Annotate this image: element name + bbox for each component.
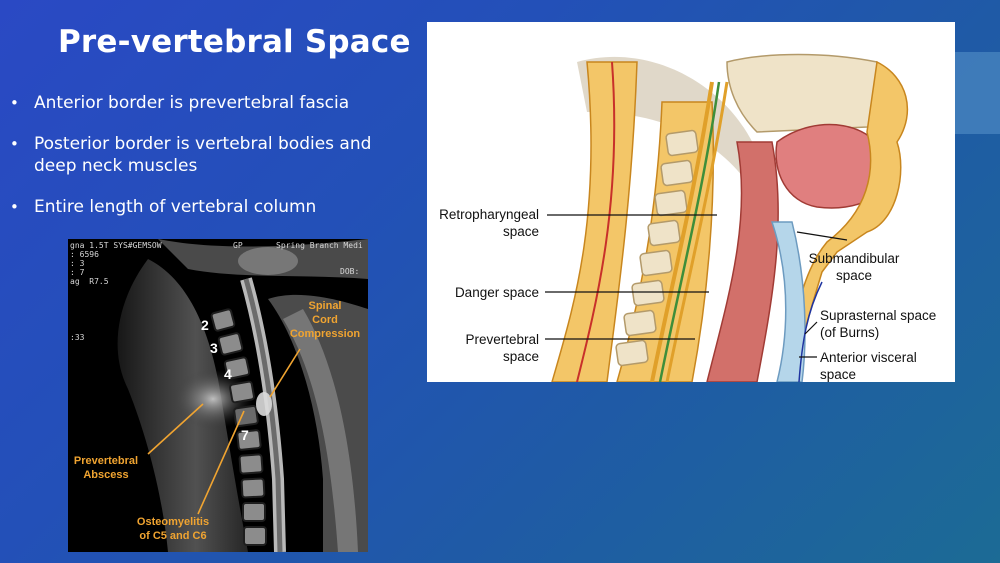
vertebra-label: 4 [224,366,232,382]
danger-space-label: Danger space [454,285,539,300]
bullet-list: •Anterior border is prevertebral fascia … [10,92,400,237]
mri-header-left: gna 1.5T SYS#GEMSOW : 6596 : 3 : 7 ag R7… [70,241,162,286]
osteomyelitis-label: Osteomyelitis of C5 and C6 [136,516,210,542]
prevertebral-label: Prevertebral space [465,332,539,364]
bullet-text: Entire length of vertebral column [34,197,317,217]
vertebra-label: 7 [241,427,249,443]
vertebra-label: 2 [201,317,209,333]
bullet-item: • Entire length of vertebral column [10,196,400,218]
bullet-dot: • [10,198,19,216]
mri-header-right: Spring Branch Medi [276,241,363,250]
slide-title: Pre-vertebral Space [58,24,411,60]
bullet-item: • Anterior border is prevertebral fascia [10,92,400,114]
anterior-visceral-label: Anterior visceral space [820,350,917,382]
retropharyngeal-label: Retropharyngeal space [439,207,539,239]
mri-image: gna 1.5T SYS#GEMSOW : 6596 : 3 : 7 ag R7… [68,239,368,552]
submandibular-label: Submandibular space [808,251,900,283]
mri-illustration [117,239,368,552]
vertebra-label: 3 [210,340,218,356]
suprasternal-label: Suprasternal space (of Burns) [820,308,937,340]
mri-header-mid: GP [233,241,243,250]
accent-bar [954,52,1000,134]
mri-dob: DOB: [340,267,360,276]
bullet-text: Posterior border is vertebral bodies and… [34,134,372,176]
bullet-dot: • [10,94,19,112]
neck-illustration [545,53,909,382]
mri-side-label: :33 [70,333,85,342]
bullet-item: • Posterior border is vertebral bodies an… [10,133,400,177]
bullet-text: Anterior border is prevertebral fascia [34,93,350,113]
abscess-label: Prevertebral Abscess [73,455,139,481]
anatomy-diagram: Retropharyngeal space Danger space Preve… [427,22,955,382]
cord-compression-label: Spinal Cord Compression [289,300,361,340]
bullet-dot: • [10,135,19,153]
